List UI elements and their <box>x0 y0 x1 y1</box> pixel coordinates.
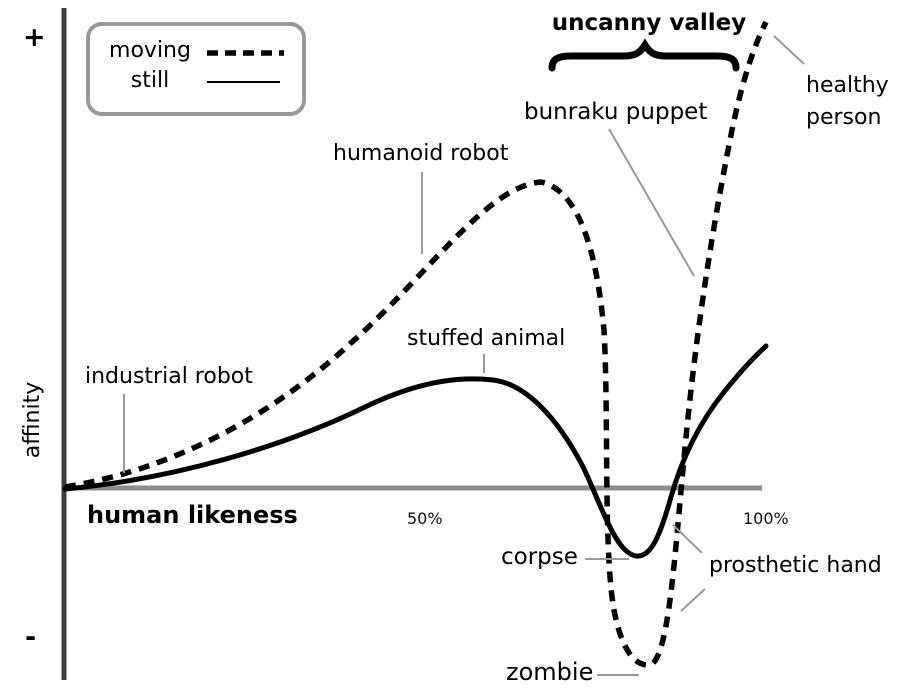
x-tick-50: 50% <box>407 509 443 528</box>
callout-bunraku-puppet-line <box>608 128 695 277</box>
y-axis-plus-tick: + <box>23 22 46 53</box>
uncanny-valley-brace <box>548 38 740 72</box>
moving-curve <box>64 20 769 668</box>
callout-healthy-person-line <box>773 35 805 65</box>
x-axis-title: human likeness <box>87 501 298 529</box>
annotation-bunraku-puppet: bunraku puppet <box>524 99 708 125</box>
annotation-healthy-person: healthy person <box>806 73 889 130</box>
annotation-zombie: zombie <box>506 658 594 686</box>
annotation-stuffed-animal: stuffed animal <box>407 326 566 351</box>
legend-box <box>86 22 306 116</box>
y-axis-minus-tick: - <box>25 622 37 653</box>
y-axis-title: affinity <box>20 381 46 459</box>
annotation-corpse: corpse <box>501 544 578 570</box>
annotation-prosthetic-hand: prosthetic hand <box>709 553 882 578</box>
legend-moving-label: moving <box>109 38 191 63</box>
annotation-industrial-robot: industrial robot <box>85 364 253 389</box>
callout-prosthetic-hand-lower-line <box>680 588 706 612</box>
x-tick-100: 100% <box>743 509 789 528</box>
still-curve <box>62 343 769 559</box>
callout-prosthetic-hand-upper-line <box>672 524 703 554</box>
annotation-humanoid-robot: humanoid robot <box>333 141 509 166</box>
legend-still-label: still <box>130 68 170 93</box>
uncanny-valley-title: uncanny valley <box>551 10 747 36</box>
